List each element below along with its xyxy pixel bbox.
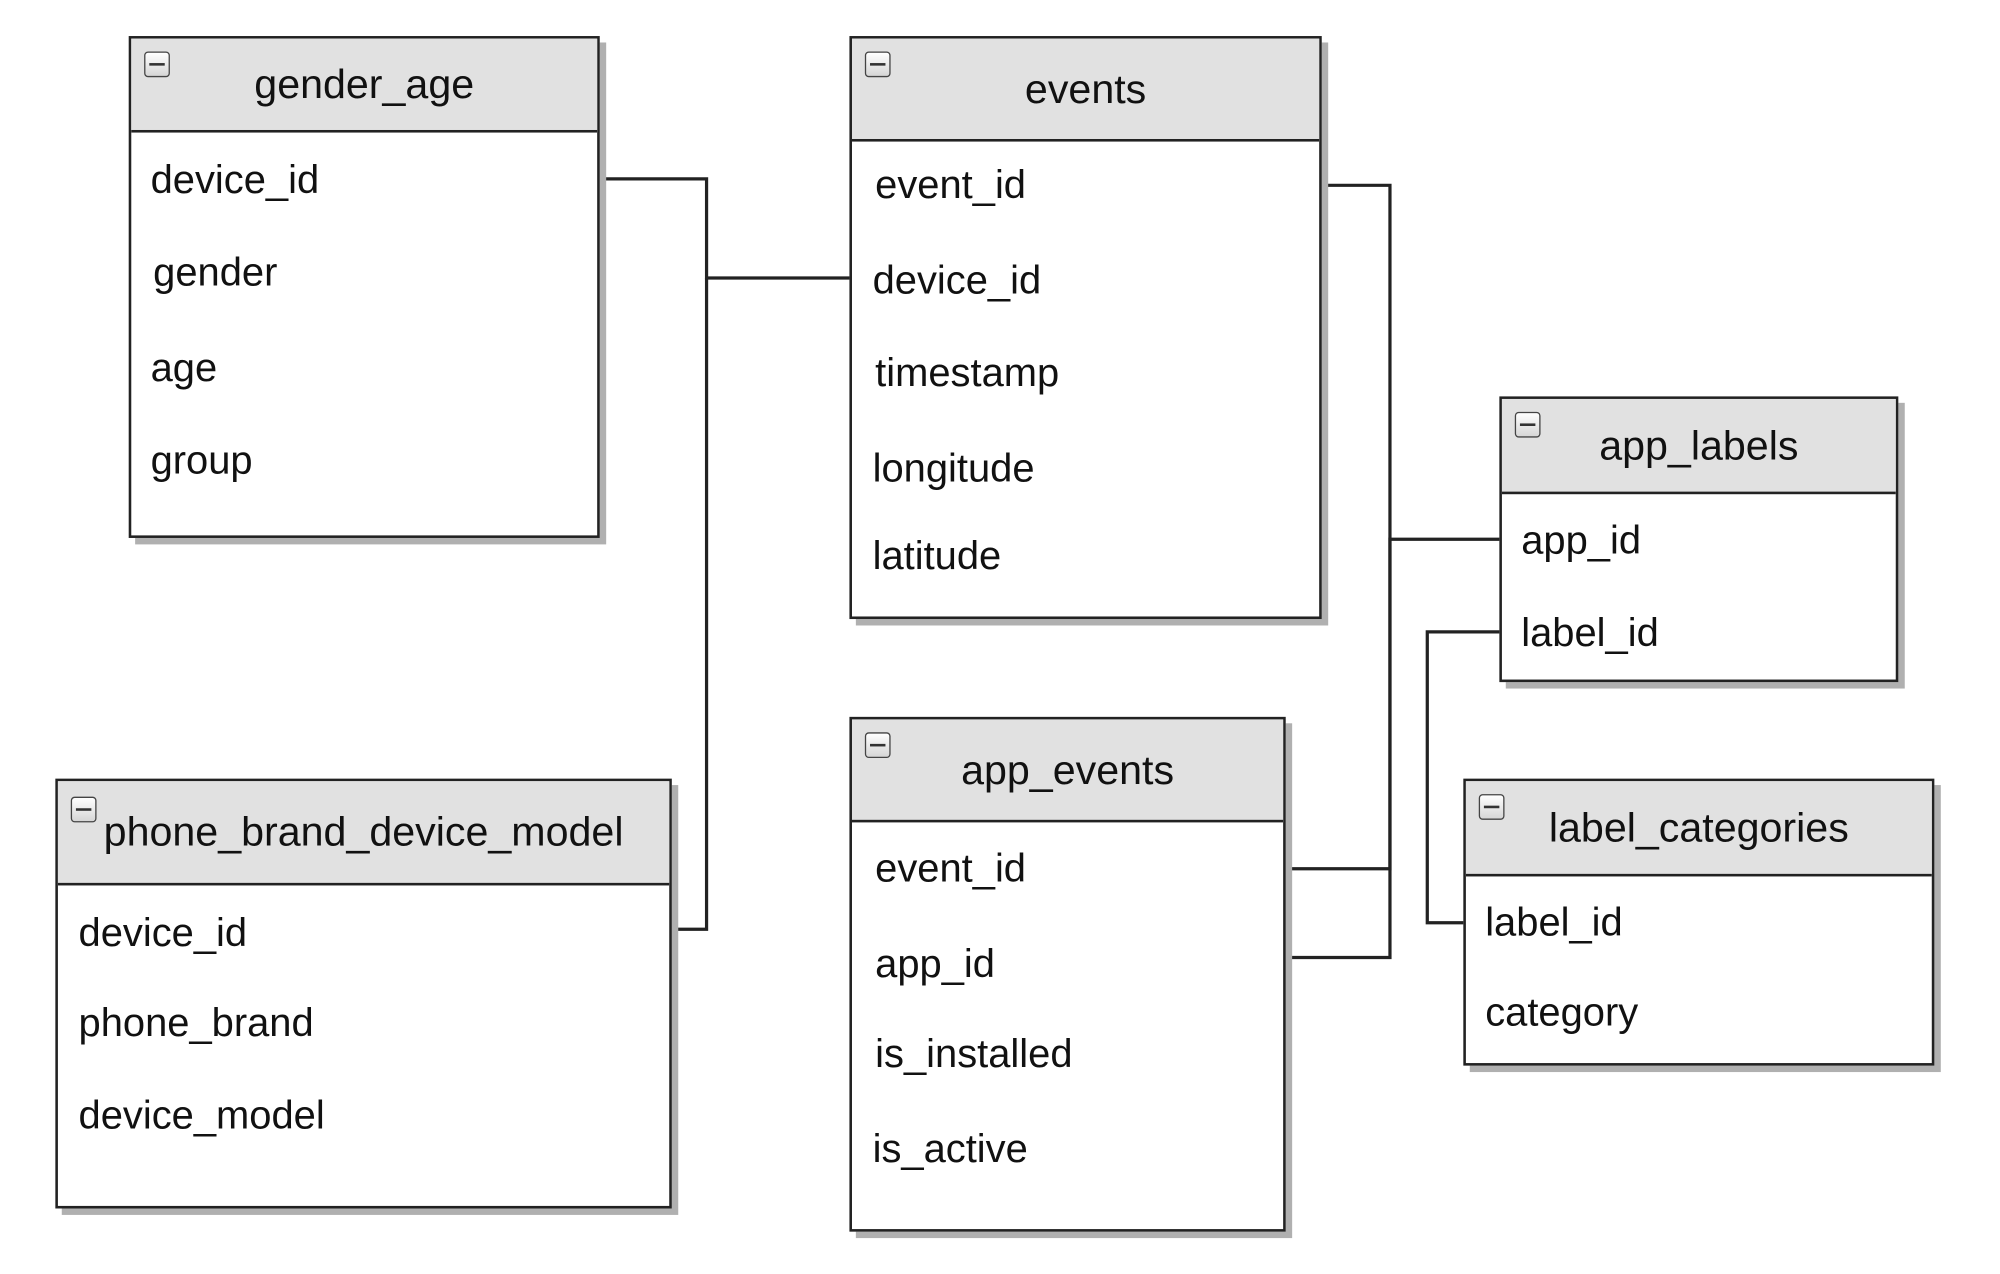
entity-header[interactable]: events bbox=[851, 38, 1320, 142]
collapse-minus-icon[interactable] bbox=[1514, 411, 1541, 438]
attribute-app-id: app_id bbox=[875, 940, 995, 986]
attribute-timestamp: timestamp bbox=[875, 350, 1060, 396]
entity-events[interactable]: events event_id device_id timestamp long… bbox=[849, 36, 1322, 620]
entity-header[interactable]: app_events bbox=[851, 719, 1284, 823]
entity-title: app_labels bbox=[1599, 421, 1799, 468]
collapse-minus-icon[interactable] bbox=[864, 51, 891, 78]
entity-header[interactable]: app_labels bbox=[1501, 398, 1896, 495]
entity-app-labels[interactable]: app_labels app_id label_id bbox=[1499, 396, 1899, 683]
attribute-longitude: longitude bbox=[872, 445, 1035, 491]
entity-title: app_events bbox=[961, 745, 1175, 793]
link-app-events-app-id bbox=[1284, 537, 1501, 960]
attribute-device-id: device_id bbox=[78, 909, 248, 955]
link-gender-age-device-id bbox=[598, 177, 851, 280]
entity-app-events[interactable]: app_events event_id app_id is_installed … bbox=[849, 716, 1286, 1232]
attribute-age: age bbox=[150, 344, 218, 390]
entity-title: label_categories bbox=[1548, 803, 1849, 851]
attribute-phone-brand: phone_brand bbox=[78, 999, 314, 1046]
attribute-group: group bbox=[150, 437, 253, 483]
attribute-gender: gender bbox=[153, 249, 278, 295]
attribute-device-id: device_id bbox=[150, 157, 320, 203]
collapse-minus-icon[interactable] bbox=[144, 51, 170, 78]
entity-header[interactable]: gender_age bbox=[131, 38, 598, 133]
entity-title: gender_age bbox=[254, 60, 475, 107]
attribute-app-id: app_id bbox=[1521, 517, 1642, 563]
attribute-is-active: is_active bbox=[872, 1126, 1028, 1172]
link-phone-brand-device-id bbox=[670, 277, 709, 931]
collapse-minus-icon[interactable] bbox=[1478, 794, 1505, 820]
attribute-label-id: label_id bbox=[1521, 610, 1659, 656]
link-label-id bbox=[1425, 630, 1501, 925]
attribute-is-installed: is_installed bbox=[875, 1030, 1073, 1076]
attribute-latitude: latitude bbox=[872, 532, 1002, 578]
entity-gender-age[interactable]: gender_age device_id gender age group bbox=[128, 36, 600, 538]
attribute-label-id: label_id bbox=[1485, 899, 1623, 945]
attribute-event-id: event_id bbox=[875, 845, 1027, 891]
attribute-category: category bbox=[1485, 989, 1639, 1035]
attribute-device-model: device_model bbox=[78, 1092, 325, 1138]
entity-header[interactable]: label_categories bbox=[1465, 781, 1932, 877]
attribute-device-id: device_id bbox=[872, 257, 1042, 303]
entity-title: events bbox=[1024, 64, 1147, 112]
collapse-minus-icon[interactable] bbox=[864, 732, 891, 759]
entity-label-categories[interactable]: label_categories label_id category bbox=[1463, 778, 1935, 1066]
attribute-event-id: event_id bbox=[875, 162, 1027, 208]
entity-phone-brand-device-model[interactable]: phone_brand_device_model device_id phone… bbox=[55, 778, 672, 1209]
link-events-event-id bbox=[1284, 183, 1392, 871]
entity-title: phone_brand_device_model bbox=[103, 808, 624, 855]
collapse-minus-icon[interactable] bbox=[70, 796, 97, 823]
entity-header[interactable]: phone_brand_device_model bbox=[57, 781, 670, 886]
